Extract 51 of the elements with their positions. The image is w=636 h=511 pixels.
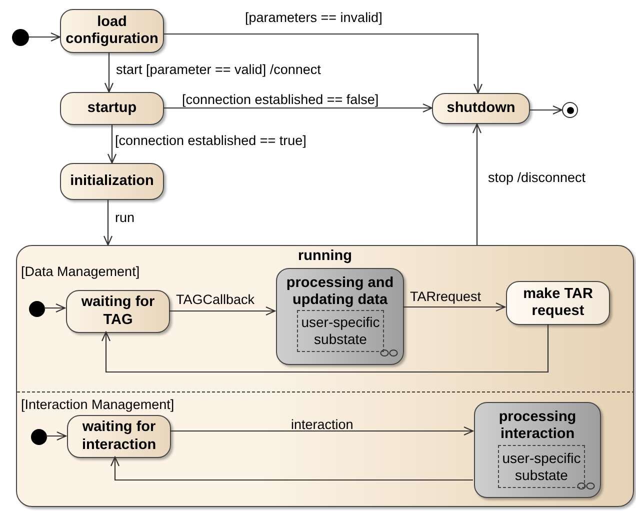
composite-state-box (16, 245, 634, 507)
substate-name: user-specific substate (300, 314, 381, 348)
transition-arrow (103, 200, 113, 246)
state-box (506, 281, 610, 325)
edge-label: [connection established == false] (182, 92, 379, 107)
state-name: startup (86, 100, 138, 118)
final-state (562, 102, 578, 118)
initial-state (12, 29, 29, 46)
state-name: waiting for interaction (80, 419, 158, 454)
transition-arrow (46, 431, 67, 441)
edge-label: [parameters == invalid] (245, 10, 382, 25)
state-name: shutdown (446, 100, 516, 118)
transition-arrow (110, 456, 473, 481)
transition-arrow (107, 125, 117, 164)
initial-state (29, 301, 45, 317)
state-box (60, 163, 164, 200)
state-name: initialization (69, 172, 155, 190)
substate-name: user-specific substate (501, 450, 582, 484)
transition-arrow (164, 103, 433, 113)
composite-state-box (276, 268, 404, 365)
transition-arrow (44, 303, 66, 313)
state-name: make TAR request (522, 286, 594, 320)
state-name: load configuration (64, 14, 160, 48)
edge-label: run (115, 210, 135, 225)
transition-arrow (169, 306, 276, 316)
state-box (432, 93, 530, 124)
state-box (67, 415, 171, 458)
state-box (60, 92, 164, 125)
state-name: running (297, 247, 353, 266)
edge-label: start [parameter == valid] /connect (116, 62, 321, 77)
state-box (66, 290, 170, 333)
state-name: processing interaction (498, 408, 578, 444)
initial-state (31, 429, 47, 445)
transition-arrow (29, 32, 61, 42)
edge-label: interaction (291, 417, 354, 432)
region-label: [Interaction Management] (21, 397, 174, 412)
transition-arrow (170, 426, 474, 436)
edge-label: stop /disconnect (488, 170, 586, 185)
transition-arrow (164, 33, 483, 94)
transition-arrow (104, 53, 114, 93)
transition-arrow (403, 302, 506, 312)
edge-label: [connection established == true] (115, 133, 306, 148)
state-name: processing and updating data (285, 274, 395, 310)
edge-label: TARrequest (410, 289, 482, 304)
region-label: [Data Management] (21, 264, 140, 279)
edge-label: TAGCallback (176, 292, 255, 307)
transition-arrow (472, 123, 482, 245)
transition-arrow (101, 324, 549, 373)
composite-state-box (474, 402, 601, 498)
state-name: waiting for TAG (80, 294, 156, 329)
transition-arrow (530, 105, 563, 115)
